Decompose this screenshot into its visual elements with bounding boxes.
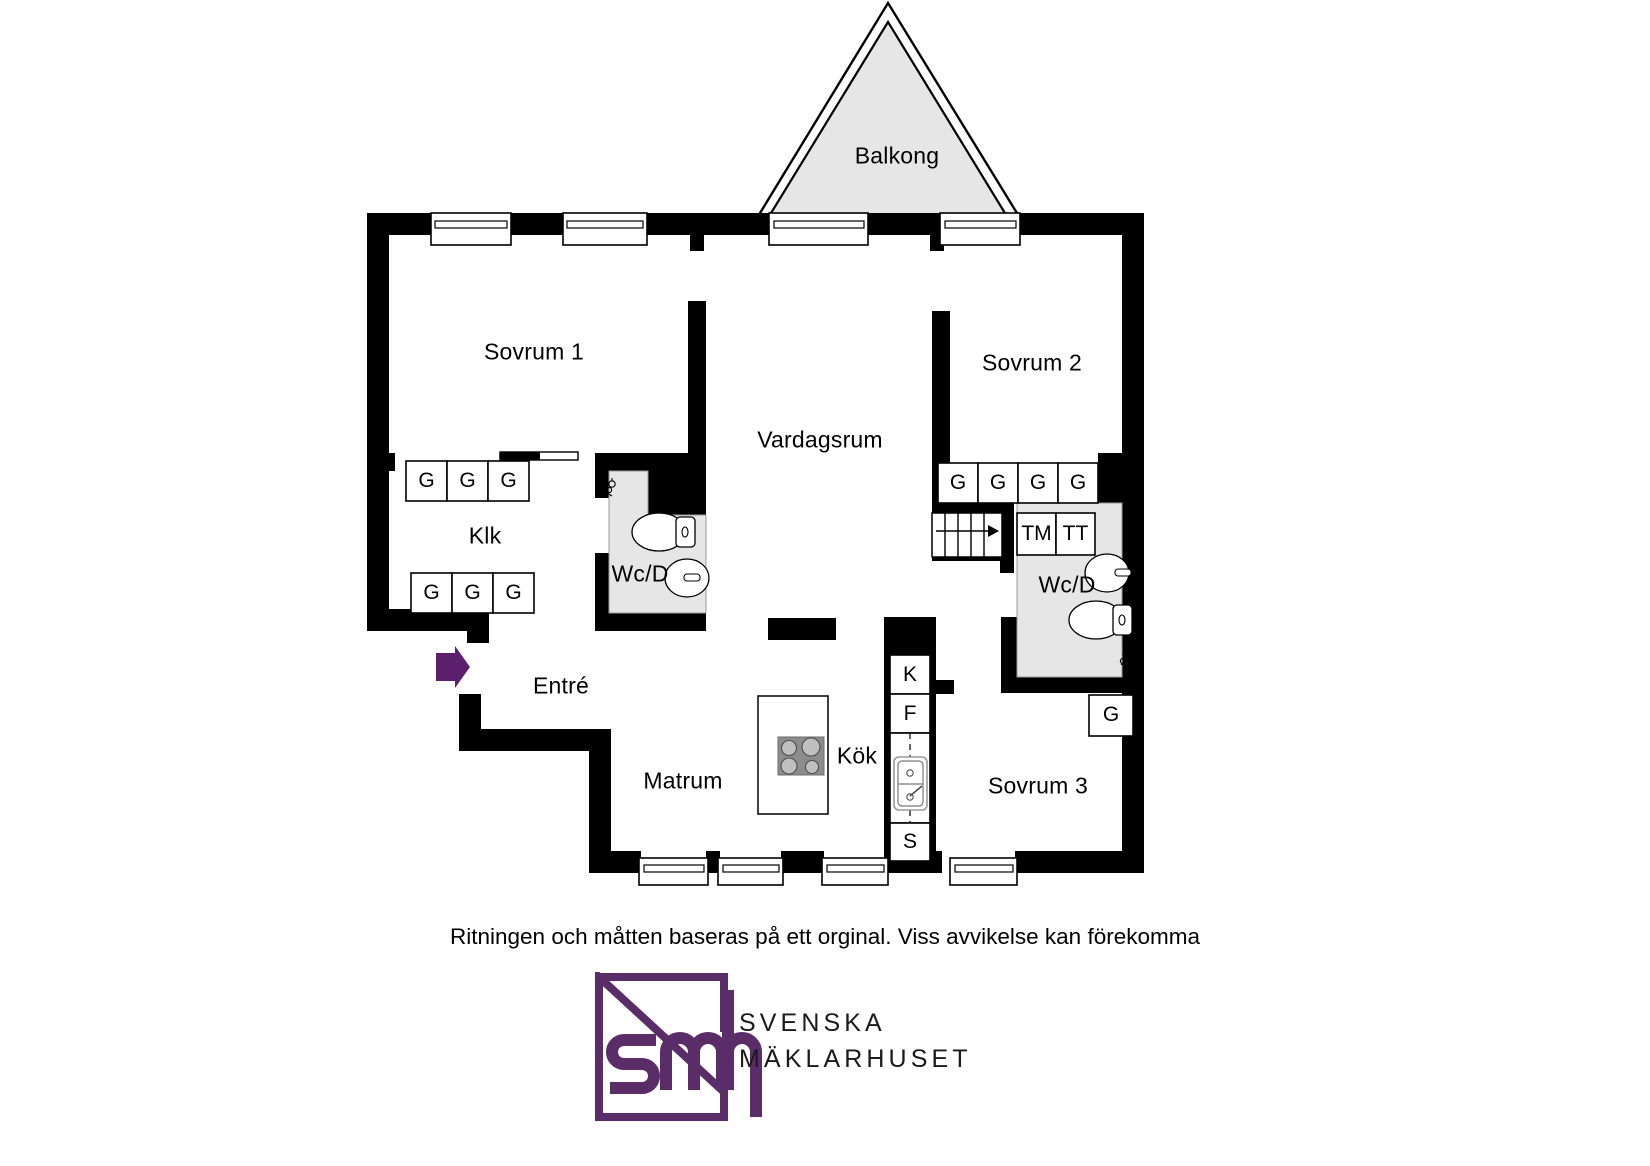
disclaimer-text: Ritningen och måtten baseras på ett orgi… — [450, 924, 1200, 949]
kitchen-unit-label-trash: S — [902, 830, 918, 853]
wardrobe-label-klk-bottom-2: G — [464, 581, 481, 604]
wardrobe-label-bedroom2-3: G — [1029, 471, 1047, 494]
room-label-living-room: Vardagsrum — [757, 426, 883, 453]
wardrobe-label-klk-top-1: G — [418, 469, 435, 492]
room-label-bedroom-2: Sovrum 2 — [981, 349, 1083, 376]
wardrobe-label-bedroom2-4: G — [1069, 471, 1087, 494]
brand-name-line-2: MÄKLARHUSET — [739, 1045, 972, 1073]
balcony-shape — [754, 0, 1023, 220]
wardrobe-label-klk-top-2: G — [459, 469, 476, 492]
room-label-dining-room: Matrum — [643, 767, 723, 794]
room-label-walk-in-closet: Klk — [468, 522, 502, 549]
wardrobe-label-bedroom2-2: G — [989, 471, 1007, 494]
smh-logo-mark — [595, 967, 762, 1121]
wardrobe-label-klk-bottom-3: G — [505, 581, 522, 604]
wardrobe-label-klk-top-3: G — [500, 469, 517, 492]
wardrobe-label-bedroom2-1: G — [949, 471, 967, 494]
bathroom-right-fixtures — [1068, 553, 1133, 668]
room-label-balcony: Balkong — [854, 142, 940, 169]
kitchen-unit-label-fridge: F — [903, 701, 917, 725]
kitchen-fixtures — [757, 695, 928, 823]
room-label-bathroom-left: Wc/D — [611, 560, 669, 587]
brand-logo: SVENSKA MÄKLARHUSET — [594, 967, 1064, 1122]
room-label-bedroom-3: Sovrum 3 — [987, 772, 1089, 799]
appliance-label-tumble-dryer: TT — [1062, 522, 1089, 545]
fixture-boxes — [405, 460, 1134, 862]
room-label-kitchen: Kök — [836, 742, 878, 769]
wardrobe-label-klk-bottom-1: G — [423, 581, 440, 604]
wardrobe-label-bedroom3-1: G — [1102, 703, 1120, 726]
appliance-label-washing-machine: TM — [1021, 522, 1052, 545]
brand-name-line-1: SVENSKA — [739, 1009, 886, 1037]
windows — [430, 212, 1021, 886]
doors — [499, 451, 579, 461]
room-label-bathroom-right: Wc/D — [1038, 571, 1096, 598]
staircase — [931, 512, 1003, 558]
kitchen-unit-label-cabinet: K — [902, 662, 918, 686]
room-label-bedroom-1: Sovrum 1 — [483, 338, 585, 365]
brand-name: SVENSKA MÄKLARHUSET — [739, 1005, 972, 1077]
room-label-entrance: Entré — [533, 672, 589, 699]
bathroom-left-fixtures — [605, 478, 710, 598]
entry-arrow-icon — [436, 646, 470, 688]
